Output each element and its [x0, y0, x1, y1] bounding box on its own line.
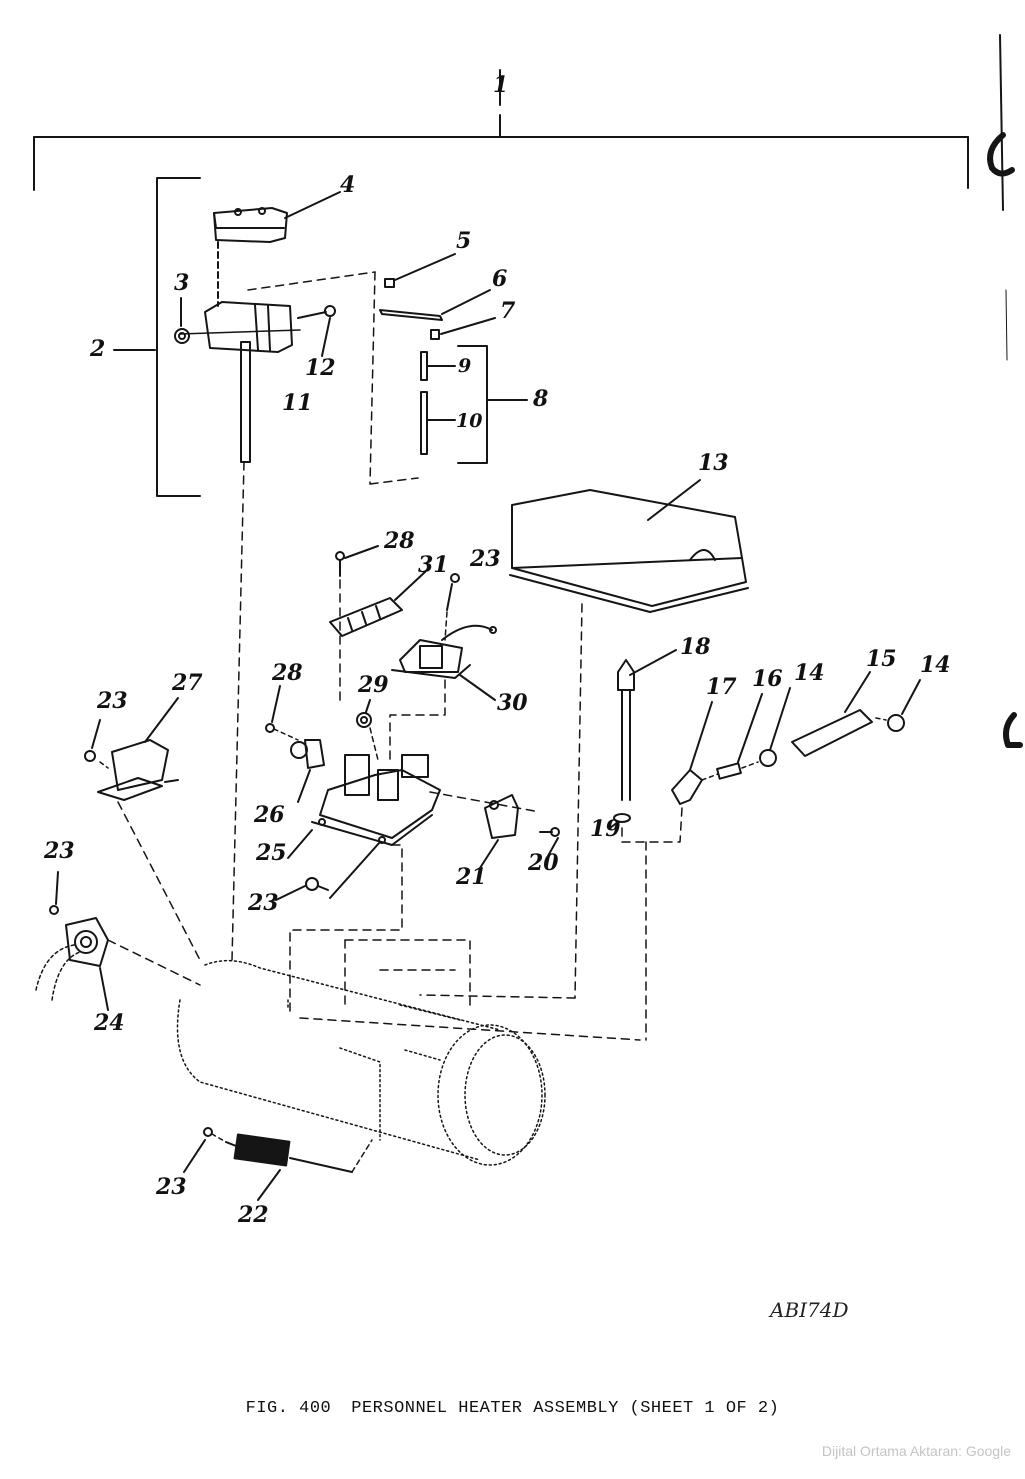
subassembly-bracket-2: [113, 177, 201, 497]
callout-22: 22: [237, 1202, 269, 1228]
callout-30: 30: [497, 690, 528, 716]
part-31-terminal-block: [329, 545, 426, 701]
figure-caption: FIG. 400 PERSONNEL HEATER ASSEMBLY (SHEET…: [0, 1399, 1025, 1418]
parts-14-to-17-fuel-line: [671, 671, 921, 805]
callout-27: 27: [171, 670, 203, 696]
heater-body: [176, 939, 641, 1166]
callout-10: 10: [456, 410, 482, 432]
callout-1: 1: [493, 72, 508, 98]
part-24-sensor: [35, 871, 201, 1011]
callout-3: 3: [174, 270, 189, 296]
callout-25: 25: [255, 840, 287, 866]
callout-20: 20: [527, 850, 559, 876]
figure-title: PERSONNEL HEATER ASSEMBLY (SHEET 1 OF 2): [351, 1399, 780, 1418]
callout-18: 18: [680, 634, 711, 660]
alignment-lines-upper: [231, 271, 419, 961]
part-13-shroud: [509, 479, 749, 999]
callout-7: 7: [500, 298, 516, 324]
callout-11: 11: [282, 390, 313, 416]
callout-labels: 4 5 6 7 3 2 12 9 10 8 11 13 28 31 23 18 …: [43, 172, 951, 1228]
callout-12: 12: [305, 355, 336, 381]
callout-23d: 23: [247, 890, 279, 916]
callout-15: 15: [866, 646, 897, 672]
callout-19: 19: [590, 816, 621, 842]
part-27-junction-box: [84, 697, 201, 961]
part-4-cover: [213, 191, 341, 243]
callout-23c: 23: [43, 838, 75, 864]
callout-28a: 28: [383, 528, 415, 554]
callout-16: 16: [752, 666, 783, 692]
callout-6: 6: [492, 266, 507, 292]
assembly-bracket-1: [33, 69, 969, 191]
part-22-igniter: [183, 1127, 373, 1201]
callout-21: 21: [455, 864, 487, 890]
callout-2: 2: [89, 336, 105, 362]
figure-number: FIG. 400: [245, 1399, 332, 1418]
callout-13: 13: [698, 450, 729, 476]
part-26-switch: [265, 685, 325, 803]
callout-23b: 23: [96, 688, 128, 714]
page-edge-marks: [987, 34, 1023, 748]
callout-17: 17: [706, 674, 737, 700]
part-18-tube: [609, 649, 683, 1041]
part-23-screw-lower: [275, 877, 329, 901]
callout-14b: 14: [920, 652, 951, 678]
callout-26: 26: [253, 802, 285, 828]
parts-5-to-10: [379, 253, 528, 464]
drawing-reference-id: ABI74D: [770, 1298, 849, 1322]
part-12-screw: [297, 305, 336, 357]
part-2-housing: [179, 241, 301, 463]
part-29-nut: [356, 699, 379, 761]
callout-31: 31: [418, 552, 449, 578]
part-30-relay: [389, 573, 497, 761]
part-3-nut: [174, 297, 190, 344]
part-21-capacitor: [479, 794, 560, 869]
part-25-bracket: [287, 754, 541, 1016]
callout-9: 9: [458, 355, 471, 377]
callout-24: 24: [93, 1010, 125, 1036]
callout-14a: 14: [794, 660, 825, 686]
callout-29: 29: [357, 672, 389, 698]
callout-23a: 23: [469, 546, 501, 572]
callout-8: 8: [532, 386, 548, 412]
scan-watermark: Dijital Ortama Aktaran: Google: [821, 1443, 1011, 1459]
callout-4: 4: [340, 172, 355, 198]
callout-23e: 23: [155, 1174, 187, 1200]
callout-28b: 28: [271, 660, 303, 686]
callout-5: 5: [456, 228, 471, 254]
